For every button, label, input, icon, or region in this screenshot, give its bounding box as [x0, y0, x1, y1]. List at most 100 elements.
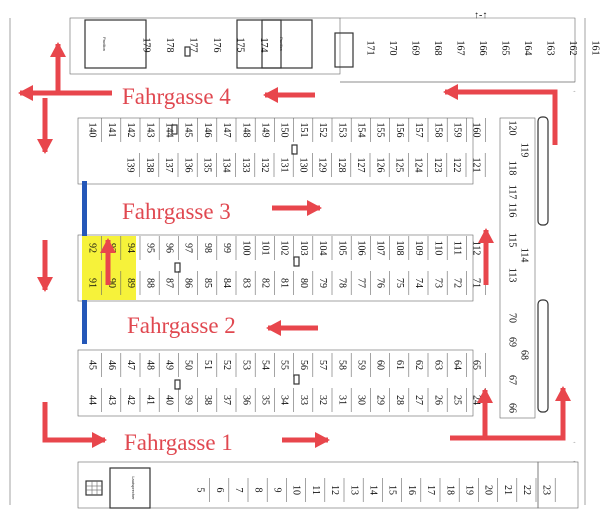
stand-number[interactable]: 135: [202, 158, 213, 173]
stand-number[interactable]: 46: [106, 360, 117, 370]
stand-number[interactable]: 59: [356, 360, 367, 370]
stand-number[interactable]: 11: [310, 485, 321, 495]
stand-number[interactable]: 80: [298, 278, 309, 288]
stand-number[interactable]: 21: [502, 485, 513, 495]
stand-number[interactable]: 34: [279, 395, 290, 405]
stand-number[interactable]: 28: [394, 395, 405, 405]
stand-number[interactable]: 74: [413, 278, 424, 288]
stand-number[interactable]: 96: [164, 243, 175, 253]
stand-number[interactable]: 177: [188, 38, 199, 53]
stand-number[interactable]: 90: [106, 278, 117, 288]
stand-number[interactable]: 18: [444, 485, 455, 495]
stand-number[interactable]: 99: [221, 243, 232, 253]
stand-number[interactable]: 15: [387, 485, 398, 495]
stand-number[interactable]: 170: [387, 41, 398, 56]
stand-number[interactable]: 101: [260, 241, 271, 256]
stand-number[interactable]: 65: [471, 360, 482, 370]
stand-number[interactable]: 37: [221, 395, 232, 405]
stand-number[interactable]: 31: [336, 395, 347, 405]
stand-number[interactable]: 16: [406, 485, 417, 495]
stand-number[interactable]: 164: [522, 41, 533, 56]
stand-number[interactable]: 9: [272, 488, 283, 493]
stand-number[interactable]: 165: [500, 41, 511, 56]
stand-number[interactable]: 153: [336, 123, 347, 138]
stand-number[interactable]: 8: [252, 488, 263, 493]
stand-number[interactable]: 66: [507, 403, 518, 413]
stand-number[interactable]: 126: [374, 158, 385, 173]
stand-number[interactable]: 107: [375, 241, 386, 256]
stand-number[interactable]: 7: [233, 488, 244, 493]
stand-number[interactable]: 57: [317, 360, 328, 370]
stand-number[interactable]: 78: [336, 278, 347, 288]
stand-number[interactable]: 72: [452, 278, 463, 288]
stand-number[interactable]: 67: [507, 375, 518, 385]
stand-number[interactable]: 69: [507, 337, 518, 347]
stand-number[interactable]: 97: [183, 243, 194, 253]
stand-number[interactable]: 150: [279, 123, 290, 138]
stand-number[interactable]: 36: [240, 395, 251, 405]
stand-number[interactable]: 49: [164, 360, 175, 370]
stand-number[interactable]: 178: [164, 38, 175, 53]
stand-number[interactable]: 63: [432, 360, 443, 370]
stand-number[interactable]: 79: [317, 278, 328, 288]
stand-number[interactable]: 23: [540, 485, 551, 495]
stand-number[interactable]: 42: [125, 395, 136, 405]
stand-number[interactable]: 112: [471, 241, 482, 256]
stand-number[interactable]: 171: [365, 41, 376, 56]
stand-number[interactable]: 131: [278, 158, 289, 173]
stand-number[interactable]: 138: [144, 158, 155, 173]
stand-number[interactable]: 179: [141, 38, 152, 53]
stand-number[interactable]: 24: [471, 395, 482, 405]
stand-number[interactable]: 38: [202, 395, 213, 405]
stand-number[interactable]: 40: [164, 395, 175, 405]
stand-number[interactable]: 105: [336, 241, 347, 256]
stand-number[interactable]: 35: [260, 395, 271, 405]
stand-number[interactable]: 139: [125, 158, 136, 173]
stand-number[interactable]: 115: [507, 233, 518, 248]
stand-number[interactable]: 39: [183, 395, 194, 405]
stand-number[interactable]: 33: [298, 395, 309, 405]
stand-number[interactable]: 141: [106, 123, 117, 138]
stand-number[interactable]: 87: [164, 278, 175, 288]
stand-number[interactable]: 160: [471, 123, 482, 138]
stand-number[interactable]: 137: [163, 158, 174, 173]
stand-number[interactable]: 95: [144, 243, 155, 253]
stand-number[interactable]: 41: [144, 395, 155, 405]
stand-number[interactable]: 108: [394, 241, 405, 256]
stand-number[interactable]: 119: [519, 143, 530, 158]
stand-number[interactable]: 75: [394, 278, 405, 288]
stand-number[interactable]: 102: [279, 241, 290, 256]
stand-number[interactable]: 43: [106, 395, 117, 405]
stand-number[interactable]: 73: [432, 278, 443, 288]
stand-number[interactable]: 134: [221, 158, 232, 173]
stand-number[interactable]: 155: [375, 123, 386, 138]
stand-number[interactable]: 14: [368, 485, 379, 495]
stand-number[interactable]: 81: [279, 278, 290, 288]
stand-number[interactable]: 77: [356, 278, 367, 288]
stand-number[interactable]: 50: [183, 360, 194, 370]
stand-number[interactable]: 145: [183, 123, 194, 138]
stand-number[interactable]: 146: [202, 123, 213, 138]
stand-number[interactable]: 122: [451, 158, 462, 173]
stand-number[interactable]: 25: [452, 395, 463, 405]
stand-number[interactable]: 94: [125, 243, 136, 253]
stand-number[interactable]: 54: [260, 360, 271, 370]
stand-number[interactable]: 98: [202, 243, 213, 253]
stand-number[interactable]: 71: [471, 278, 482, 288]
stand-number[interactable]: 109: [413, 241, 424, 256]
stand-number[interactable]: 82: [260, 278, 271, 288]
stand-number[interactable]: 167: [455, 41, 466, 56]
stand-number[interactable]: 53: [240, 360, 251, 370]
stand-number[interactable]: 143: [144, 123, 155, 138]
stand-number[interactable]: 22: [521, 485, 532, 495]
stand-number[interactable]: 32: [317, 395, 328, 405]
stand-number[interactable]: 117: [507, 185, 518, 200]
stand-number[interactable]: 91: [87, 278, 98, 288]
stand-number[interactable]: 154: [356, 123, 367, 138]
stand-number[interactable]: 152: [317, 123, 328, 138]
stand-number[interactable]: 47: [125, 360, 136, 370]
stand-number[interactable]: 100: [240, 241, 251, 256]
stand-number[interactable]: 86: [183, 278, 194, 288]
stand-number[interactable]: 70: [507, 313, 518, 323]
stand-number[interactable]: 148: [240, 123, 251, 138]
